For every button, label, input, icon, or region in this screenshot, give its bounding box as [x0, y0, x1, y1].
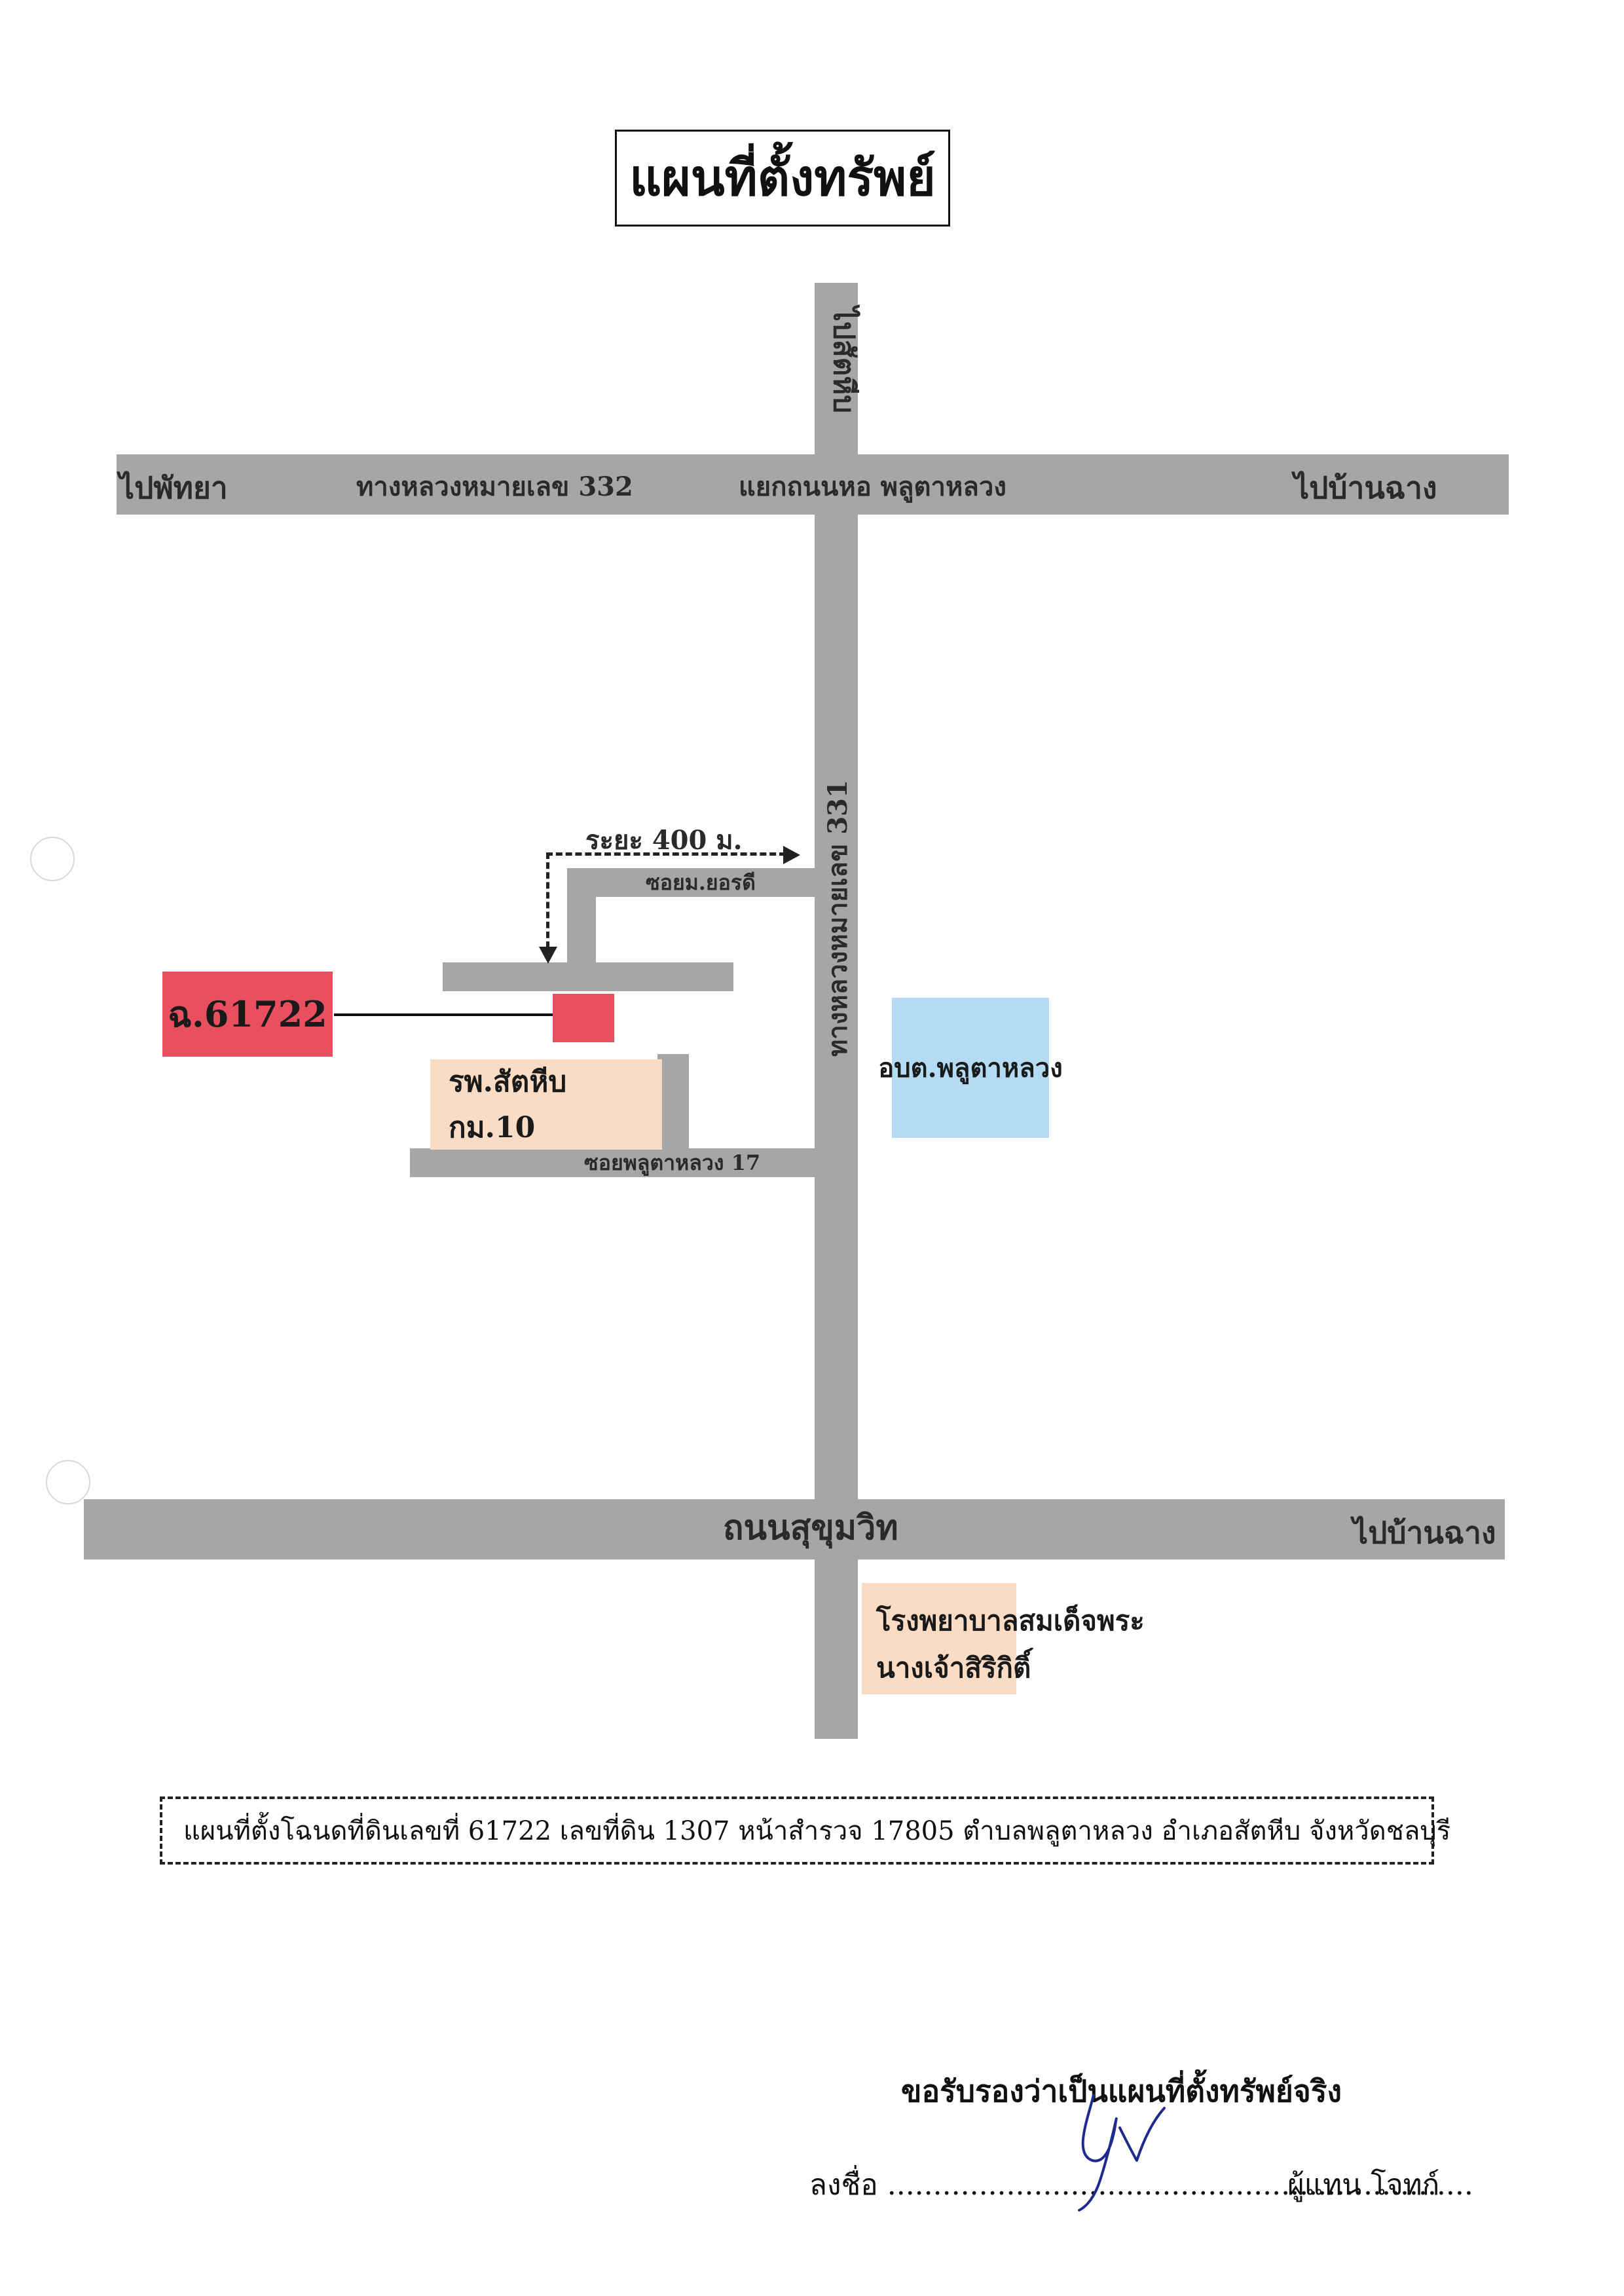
label-sukhumvit: ถนนสุขุมวิท: [723, 1508, 898, 1548]
map-title-text: แผนที่ตั้งทรัพย์: [629, 149, 936, 207]
road-332: [117, 454, 1509, 515]
label-distance: ระยะ 400 ม.: [585, 825, 743, 856]
queen-hospital-line2: นางเจ้าสิริกิติ์: [876, 1652, 1031, 1684]
signature-line: ลงชื่อ .................................…: [809, 2168, 1473, 2202]
distance-route-vertical: [546, 852, 549, 948]
road-vertical-331: [815, 283, 858, 1739]
soi-yordee-vertical: [567, 868, 596, 962]
landmark-obt-label: อบต.พลูตาหลวง: [878, 1053, 1063, 1084]
distance-arrow-right: [783, 846, 800, 864]
label-highway-332: ทางหลวงหมายเลข 332: [356, 471, 633, 502]
landmark-queen-hospital-label: โรงพยาบาลสมเด็จพระ นางเจ้าสิริกิติ์: [876, 1597, 1145, 1692]
caption-text: แผนที่ตั้งโฉนดที่ดินเลขที่ 61722 เลขที่ด…: [183, 1816, 1451, 1846]
deed-label-box: ฉ.61722: [162, 972, 333, 1057]
certification-text: ขอรับรองว่าเป็นแผนที่ตั้งทรัพย์จริง: [901, 2073, 1342, 2109]
label-bottom-to-ban-chang: ไปบ้านฉาง: [1353, 1515, 1496, 1550]
landmark-obt-plutaluang: อบต.พลูตาหลวง: [878, 998, 1063, 1138]
punch-hole-lower: [46, 1460, 90, 1504]
property-parcel: [553, 994, 614, 1042]
label-highway-331: ทางหลวงหมายเลข 331: [822, 780, 853, 1057]
distance-route-horizontal: [546, 852, 786, 856]
caption-box: แผนที่ตั้งโฉนดที่ดินเลขที่ 61722 เลขที่ด…: [160, 1796, 1450, 1865]
deed-leader-line: [334, 1013, 583, 1016]
label-top-to-ban-chang: ไปบ้านฉาง: [1294, 470, 1437, 505]
soi-yordee-horizontal: [567, 868, 815, 897]
soi-plutaluang-17-stub: [657, 1054, 689, 1151]
distance-arrow-down: [539, 947, 557, 964]
soi-yordee-crossbar: [443, 962, 733, 991]
queen-hospital-line1: โรงพยาบาลสมเด็จพระ: [876, 1605, 1145, 1637]
signer-role: ผู้แทน โจทก์: [1287, 2168, 1440, 2202]
landmark-queen-sirikit-hospital: [862, 1583, 1016, 1694]
landmark-sattahip-hospital-label: รพ.สัตหีบ กม.10: [449, 1065, 567, 1144]
label-to-sattahip: ไปสัตหีบ: [827, 306, 860, 414]
soi-plutaluang-17: [410, 1148, 816, 1177]
label-soi-yordee: ซอยม.ยอรดี: [646, 870, 756, 895]
label-to-pattaya: ไปพัทยา: [119, 470, 228, 505]
punch-hole-upper: [30, 837, 75, 881]
landmark-sattahip-hospital-km10: รพ.สัตหีบ กม.10: [430, 1059, 662, 1150]
signature-mark: [1078, 2094, 1166, 2212]
road-sukhumvit: [84, 1499, 1505, 1559]
map-title: แผนที่ตั้งทรัพย์: [615, 130, 950, 227]
label-top-junction: แยกถนนหอ พลูตาหลวง: [739, 471, 1006, 502]
deed-label-text: ฉ.61722: [168, 993, 327, 1035]
label-soi-plutaluang-17: ซอยพลูตาหลวง 17: [584, 1150, 761, 1175]
